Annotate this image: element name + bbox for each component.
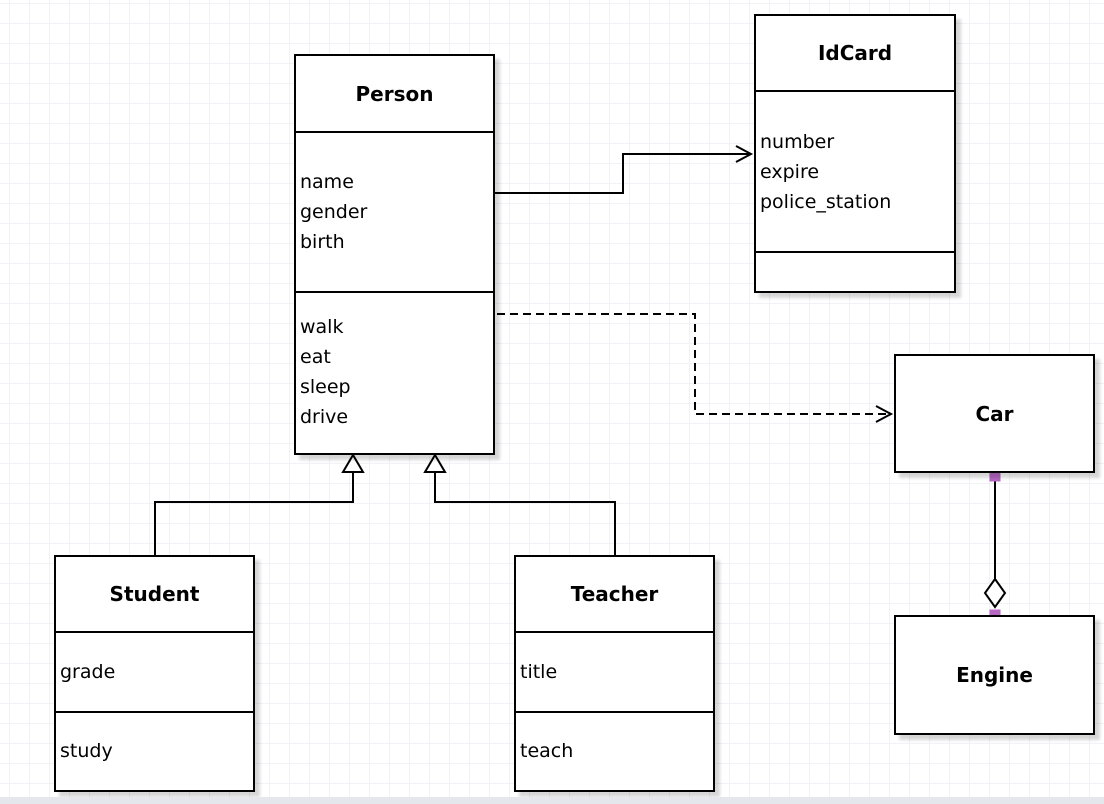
methods-section: study [56,713,253,788]
class-student[interactable]: Student grade study [54,555,255,792]
class-idcard[interactable]: IdCard number expire police_station [754,14,956,293]
open-arrowhead-icon [875,405,894,423]
association-person-idcard[interactable] [495,145,754,194]
class-title: IdCard [756,16,954,92]
attribute: number [760,130,835,153]
attributes-section: title [516,633,713,713]
generalization-teacher-person[interactable] [423,453,616,555]
attributes-section: grade [56,633,253,713]
attribute: birth [300,231,345,253]
class-title: Student [56,557,253,633]
hollow-diamond-icon [983,577,1007,609]
attribute: grade [60,661,116,683]
methods-section-empty [756,253,954,289]
method: drive [300,406,349,428]
class-teacher[interactable]: Teacher title teach [514,555,715,792]
method: sleep [300,376,351,398]
hollow-triangle-icon [341,453,365,473]
class-title: Engine [956,663,1033,687]
class-title: Car [975,401,1014,426]
dependency-person-car[interactable] [497,313,894,423]
aggregation-car-engine[interactable] [983,470,1007,621]
attribute: gender [300,201,368,223]
class-car[interactable]: Car [894,354,1095,473]
attribute: police_station [760,190,892,213]
methods-section: teach [516,713,713,788]
attribute: name [300,171,354,193]
open-arrowhead-icon [735,145,754,163]
method: walk [300,316,344,338]
hollow-triangle-icon [423,453,447,473]
class-title: Person [296,56,493,133]
method: teach [520,739,574,762]
attribute: title [520,661,558,683]
attributes-section: number expire police_station [756,92,954,253]
canvas-bottom-strip [0,797,1104,804]
methods-section: walk eat sleep drive [296,293,493,451]
method: eat [300,346,331,368]
generalization-student-person[interactable] [154,453,365,555]
class-person[interactable]: Person name gender birth walk eat sleep … [294,54,495,455]
method: study [60,739,113,762]
attributes-section: name gender birth [296,133,493,293]
class-engine[interactable]: Engine [894,615,1095,735]
class-title: Teacher [516,557,713,633]
attribute: expire [760,160,820,183]
